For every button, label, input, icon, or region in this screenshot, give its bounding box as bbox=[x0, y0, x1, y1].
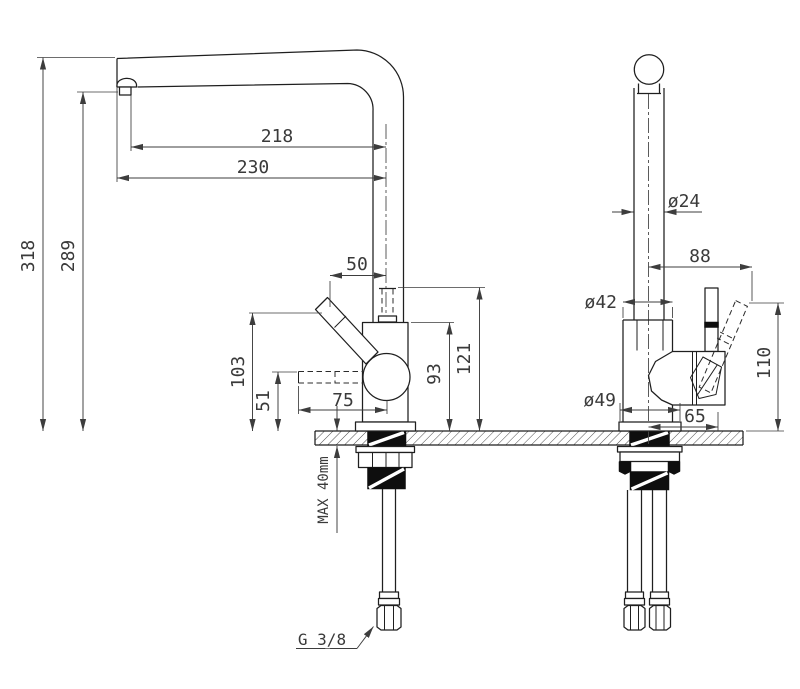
dim-label-289: 289 bbox=[58, 240, 79, 273]
spout-pipe-front bbox=[633, 88, 665, 320]
dim-label-dia49: ø49 bbox=[583, 390, 616, 411]
neck-hidden-lines bbox=[381, 289, 394, 316]
aerator-nozzle bbox=[118, 86, 132, 96]
ext-dia49 bbox=[619, 403, 681, 421]
dim-label-51: 51 bbox=[253, 390, 274, 412]
threaded-shank-highlight bbox=[368, 467, 405, 490]
tube-collar-lower bbox=[377, 597, 401, 606]
countertop-outline bbox=[314, 430, 744, 446]
base-flange-front bbox=[618, 421, 682, 432]
mounting-nut bbox=[357, 451, 413, 469]
ball-joint bbox=[362, 352, 411, 402]
tube-collar-upper bbox=[378, 591, 400, 600]
spout-cap-neck bbox=[637, 83, 661, 95]
spout-outer-profile bbox=[116, 49, 405, 322]
dim-label-75: 75 bbox=[332, 390, 354, 411]
handle-band-front bbox=[704, 321, 719, 328]
handle-lever-front bbox=[704, 287, 719, 353]
dim-label-218: 218 bbox=[261, 126, 294, 147]
dim-label-dia42: ø42 bbox=[584, 292, 617, 313]
dim-label-50: 50 bbox=[346, 254, 368, 275]
dimensions: 318 289 218 230 50 103 51 75 93 bbox=[17, 57, 784, 651]
hose1-hex-fitting bbox=[623, 604, 646, 631]
ext-dia42 bbox=[622, 307, 673, 318]
dim-label-103: 103 bbox=[228, 356, 249, 389]
valve-housing bbox=[647, 350, 726, 406]
mounting-washer bbox=[355, 445, 416, 454]
aerator-housing bbox=[116, 77, 138, 88]
shank-highlight-front bbox=[630, 430, 669, 447]
handle-joint-line bbox=[334, 315, 347, 328]
hose2-collar-upper bbox=[649, 591, 670, 600]
dim-label-g38: G 3/8 bbox=[298, 630, 346, 649]
hose1-collar-lower bbox=[623, 597, 646, 606]
spout-inner-profile bbox=[137, 82, 374, 322]
hose2-collar-lower bbox=[648, 597, 671, 606]
side-outlet-hidden bbox=[298, 371, 363, 384]
dim-label-93: 93 bbox=[424, 363, 445, 385]
shank-highlight bbox=[368, 430, 405, 447]
mounting-claw-right bbox=[667, 461, 681, 475]
pipe-seam-lines bbox=[636, 320, 664, 351]
dim-label-110: 110 bbox=[754, 347, 775, 380]
leader-g38 bbox=[356, 626, 374, 649]
spout-cap bbox=[633, 54, 665, 85]
cartridge-split-lines bbox=[692, 351, 697, 405]
front-view-under-counter bbox=[616, 430, 683, 631]
handle-lever bbox=[314, 296, 379, 365]
side-view-under-counter bbox=[355, 430, 416, 631]
hose1-hex-facets bbox=[630, 606, 639, 630]
mounting-plate-front bbox=[619, 451, 681, 463]
neck-collar bbox=[377, 315, 398, 323]
dim-label-121: 121 bbox=[454, 343, 475, 376]
supply-hoses bbox=[626, 490, 668, 592]
mounting-claw-left bbox=[618, 461, 632, 475]
hose1-collar-upper bbox=[624, 591, 645, 600]
supply-tube bbox=[381, 489, 397, 592]
dim-label-318: 318 bbox=[18, 240, 39, 273]
handle-base-pentagon bbox=[689, 356, 723, 400]
hose2-hex-facets bbox=[655, 606, 665, 630]
threaded-shank-highlight-front bbox=[630, 471, 669, 491]
faucet-side-view bbox=[116, 49, 417, 432]
dim-label-65: 65 bbox=[684, 406, 706, 427]
dim-label-dia24: ø24 bbox=[668, 191, 701, 212]
housing-diagonal bbox=[696, 364, 718, 396]
handle-tilted-band bbox=[716, 331, 733, 345]
dim-label-230: 230 bbox=[237, 157, 270, 178]
mounting-washer-front bbox=[616, 445, 683, 453]
hose2-hex-fitting bbox=[648, 604, 672, 631]
base-flange bbox=[354, 421, 417, 432]
faucet-front-view bbox=[618, 54, 749, 444]
dim-label-88: 88 bbox=[689, 246, 711, 267]
hex-fitting bbox=[376, 604, 402, 631]
dim-label-max40: MAX 40mm bbox=[316, 456, 332, 523]
hex-fitting-facets bbox=[384, 606, 394, 630]
mounting-nut-facets bbox=[372, 452, 400, 468]
